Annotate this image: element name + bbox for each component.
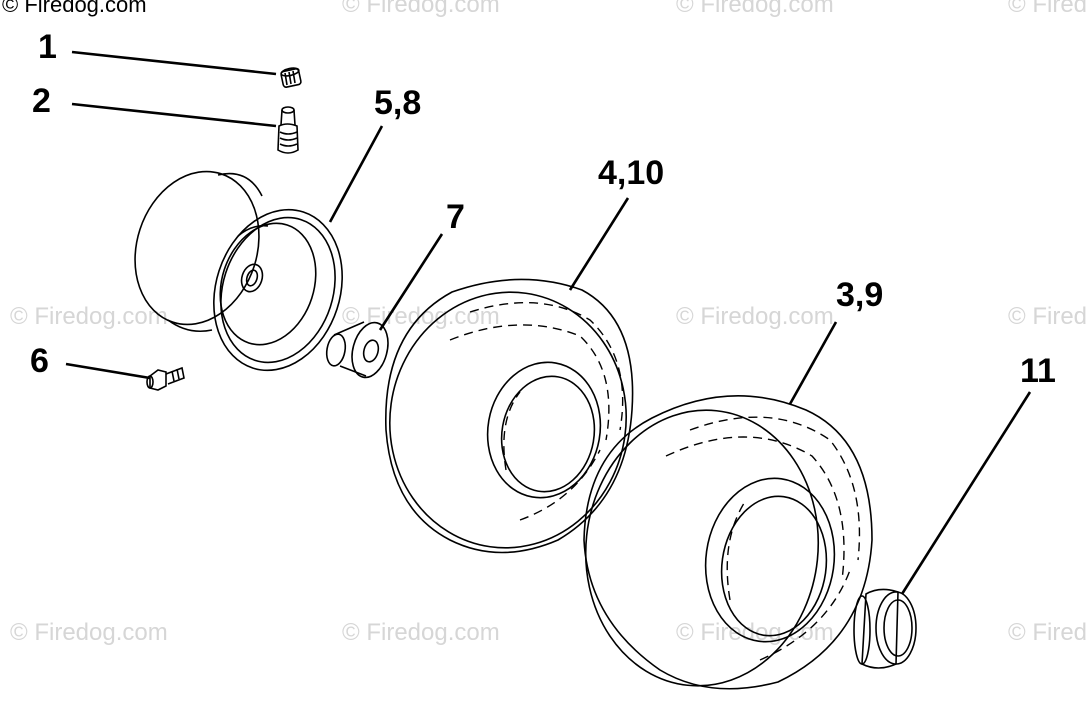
callout-7: 7 xyxy=(446,198,465,236)
callout-4-10: 4,10 xyxy=(598,154,664,192)
callout-5-8: 5,8 xyxy=(374,84,421,122)
callout-6: 6 xyxy=(30,342,49,380)
wheel-rim-part[interactable] xyxy=(116,155,362,387)
leader-lines xyxy=(65,50,1032,595)
leader-4-10 xyxy=(568,197,630,291)
leader-1 xyxy=(71,50,277,76)
leader-2 xyxy=(71,102,277,128)
valve-cap-part[interactable] xyxy=(280,67,302,88)
watermark: © Firedog.com xyxy=(10,303,168,330)
callout-1: 1 xyxy=(38,28,57,66)
callout-labels: 1 2 5,8 7 4,10 3,9 6 11 xyxy=(30,28,1056,390)
watermark: © Firedog.com xyxy=(342,0,500,18)
valve-stem-part[interactable] xyxy=(277,106,299,154)
watermark: © Firedog.com xyxy=(1008,619,1088,646)
watermark-top-left: © Firedog.com xyxy=(2,0,147,17)
watermark-layer: © Firedog.com © Firedog.com © Firedog.co… xyxy=(2,0,1088,646)
callout-2: 2 xyxy=(32,82,51,120)
callout-3-9: 3,9 xyxy=(836,276,883,314)
leader-11 xyxy=(900,391,1032,595)
rear-tire-part[interactable] xyxy=(572,394,873,698)
watermark: © Firedog.com xyxy=(1008,0,1088,18)
watermark: © Firedog.com xyxy=(676,0,834,18)
leader-7 xyxy=(378,233,444,331)
hub-cap-part[interactable] xyxy=(853,588,917,669)
leader-6 xyxy=(65,362,151,380)
grease-fitting-part[interactable] xyxy=(146,366,185,391)
watermark: © Firedog.com xyxy=(342,619,500,646)
flanged-bushing-part[interactable] xyxy=(324,319,393,382)
watermark: © Firedog.com xyxy=(1008,303,1088,330)
watermark: © Firedog.com xyxy=(676,303,834,330)
callout-11: 11 xyxy=(1020,352,1056,390)
watermark: © Firedog.com xyxy=(10,619,168,646)
leader-5-8 xyxy=(328,125,384,223)
leader-3-9 xyxy=(788,321,838,405)
